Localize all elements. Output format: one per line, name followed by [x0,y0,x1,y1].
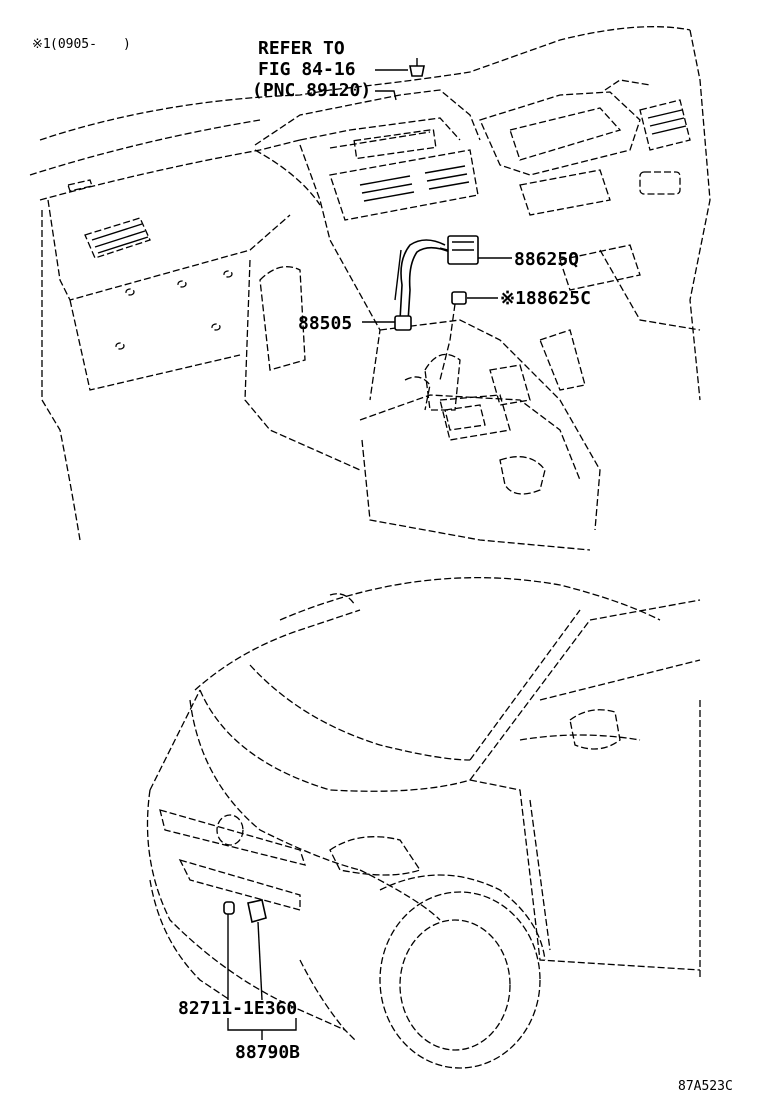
part-label-88625q: 88625Q [514,249,579,270]
part-label-88790b: 88790B [235,1042,300,1063]
reference-line-2: FIG 84-16 [258,59,356,80]
part-label-88505: 88505 [298,313,352,334]
part-label-82711-1e360: 82711-1E360 [178,998,297,1019]
vehicle-front-illustration [146,577,701,1069]
note-period: (0905- ) [50,37,131,52]
labels: ※1 (0905- ) REFER TO FIG 84-16 (PNC 8912… [32,37,733,1094]
note-mark: ※1 [32,37,51,52]
callout-leaders [227,69,512,1040]
reference-line-3: (PNC 89120) [252,80,371,101]
instrument-panel-illustration [29,26,711,551]
part-label-88625c: ※188625C [500,288,591,309]
diagram-code: 87A523C [678,1079,733,1094]
reference-line-1: REFER TO [258,38,345,59]
